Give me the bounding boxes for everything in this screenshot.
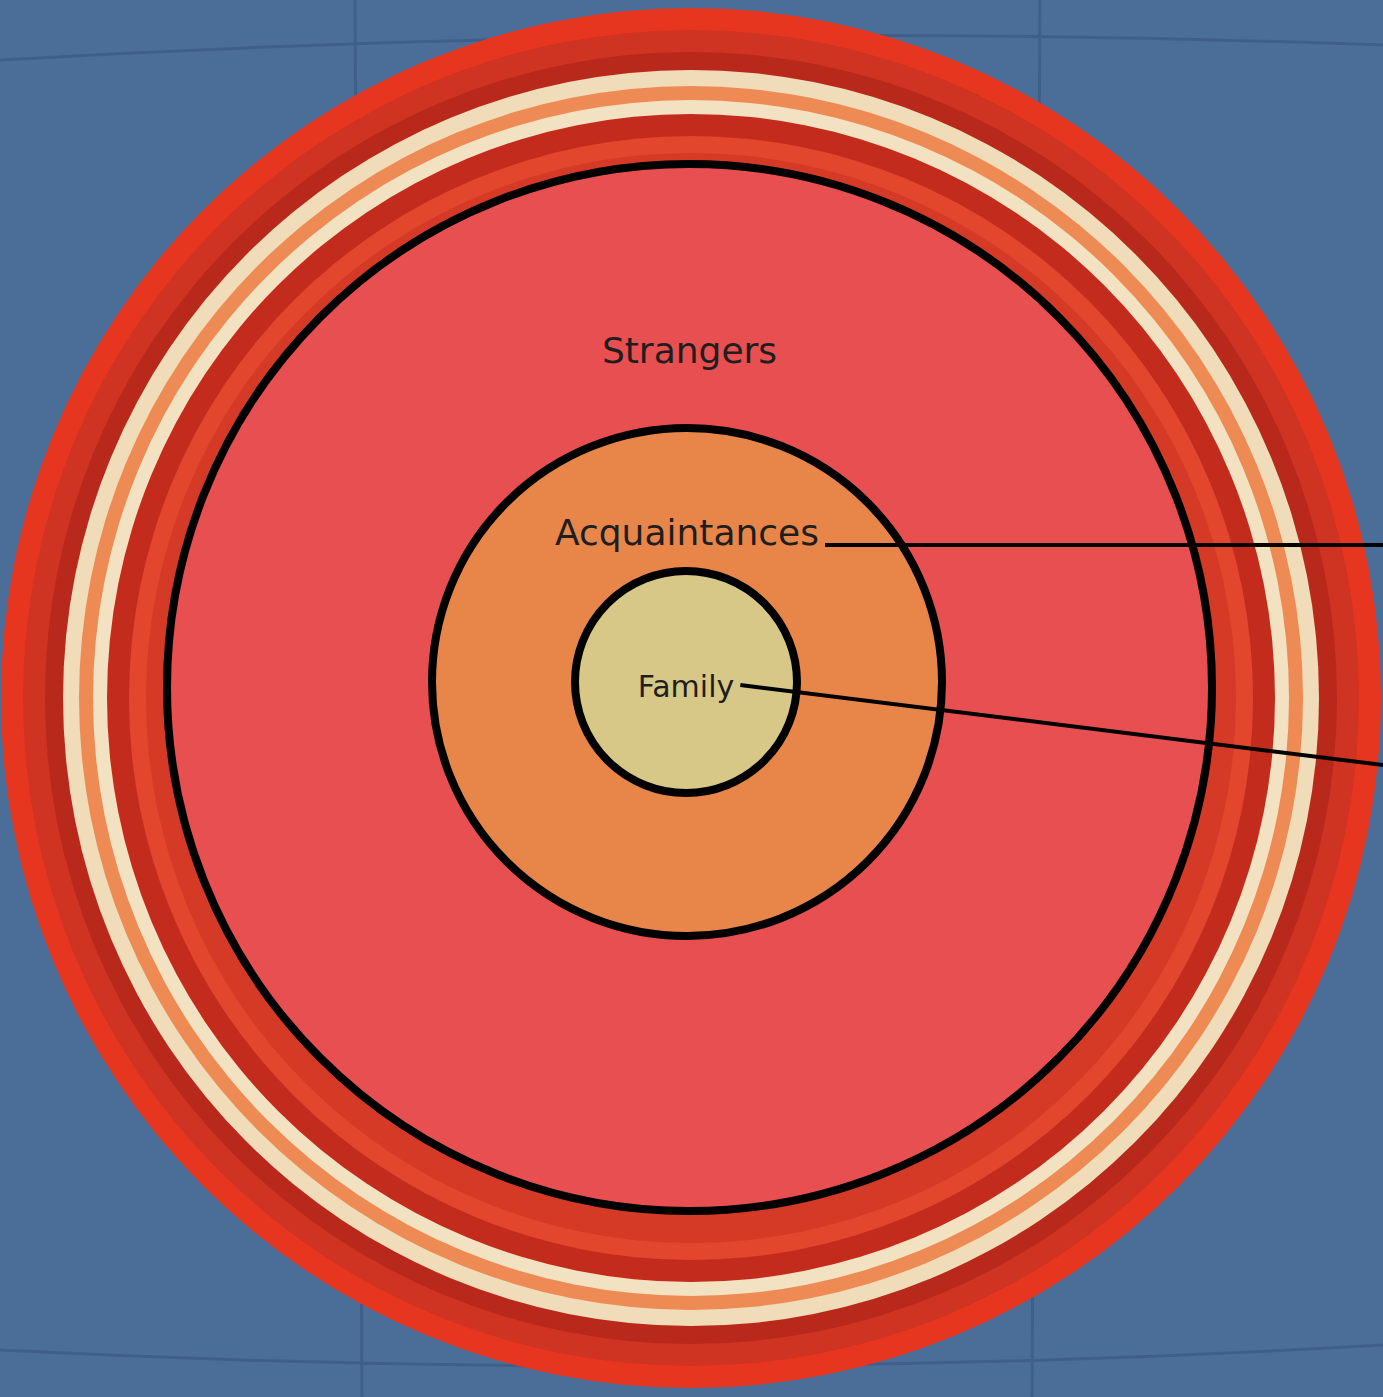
ring-label: Family	[638, 669, 735, 704]
leader-line	[740, 685, 1383, 765]
acquaintance-circle: AcquaintancesFamily	[428, 424, 946, 940]
ring-label: Strangers	[602, 330, 777, 371]
family-circle: Family	[571, 567, 801, 797]
stranger-circle: StrangersAcquaintancesFamily	[163, 160, 1216, 1215]
ring-label: Acquaintances	[555, 512, 819, 553]
leader-line	[825, 543, 1383, 547]
